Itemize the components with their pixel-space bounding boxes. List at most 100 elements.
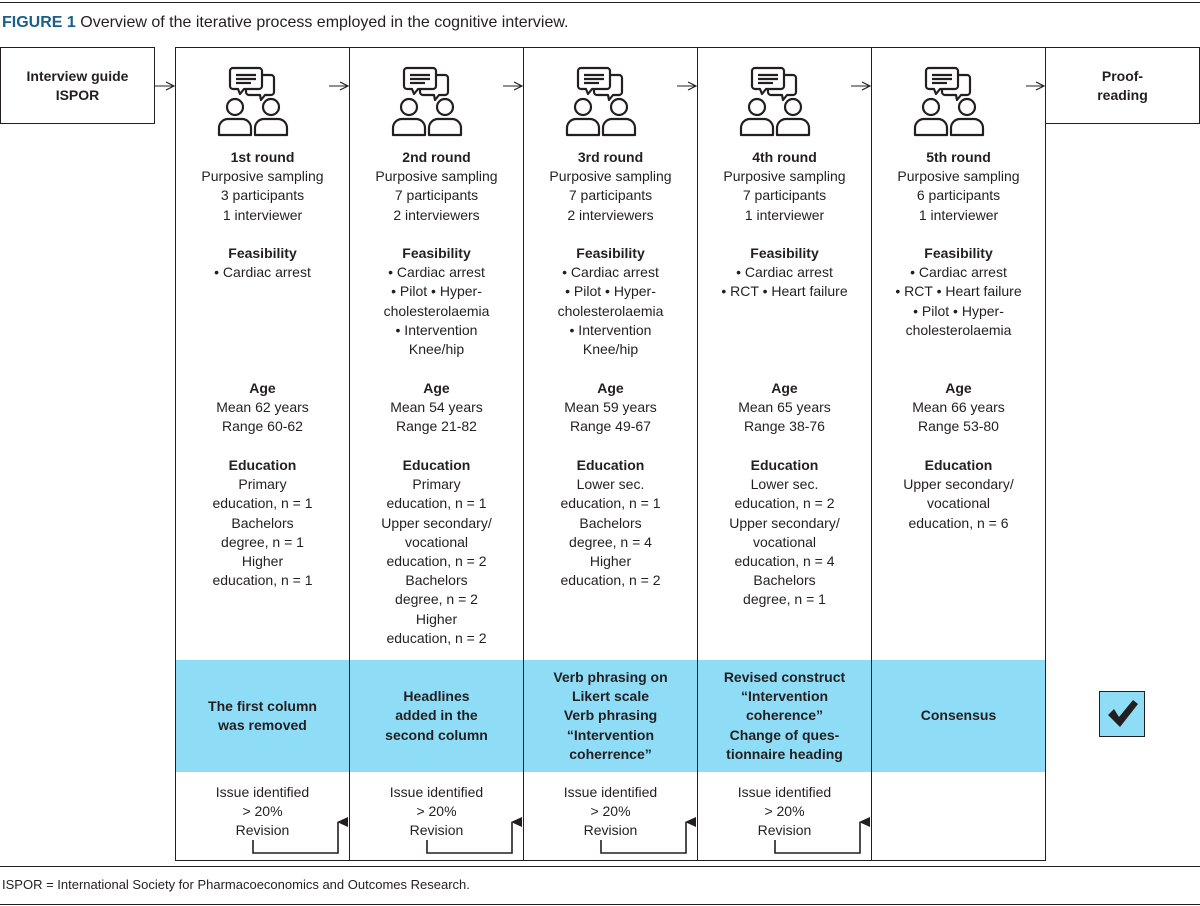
age-block-line: Range 49-67 (570, 418, 651, 435)
education-block-line: Primary (238, 476, 287, 493)
end-line: reading (1097, 86, 1148, 103)
age-block-line: Mean 54 years (390, 399, 483, 416)
round-detail: 7 participants (394, 187, 479, 204)
feasibility-block-line: • Pilot • Hyper- (391, 283, 482, 300)
age-block-line: Range 53-80 (918, 418, 999, 435)
education-block-line: education, n = 1 (212, 572, 313, 589)
feasibility-block-line: • Intervention (569, 321, 652, 338)
change-line: Consensus (920, 707, 997, 724)
round-detail: 1 interviewer (744, 206, 825, 223)
round-detail: Purposive sampling (549, 168, 672, 185)
education-block-line: education, n = 2 (734, 495, 835, 512)
education-block-line: Lower sec. (576, 476, 645, 493)
round-title: 3rd round (577, 149, 644, 165)
change-line: tionnaire heading (726, 745, 843, 762)
feasibility-block: Feasibility• Cardiac arrest• Pilot • Hyp… (524, 244, 697, 359)
education-block-title: Education (576, 457, 645, 473)
footnote: ISPOR = International Society for Pharma… (2, 877, 470, 892)
age-block-line: Range 38-76 (744, 418, 825, 435)
issue-block-line: Issue identified (215, 784, 310, 800)
round-detail: 1 interviewer (222, 206, 303, 223)
change-line: Likert scale (571, 688, 650, 705)
round-detail: 7 participants (742, 187, 827, 204)
issue-block-line: > 20% (590, 803, 631, 820)
issue-block-line: Revision (409, 822, 464, 839)
feasibility-block-line: cholesterolaemia (383, 302, 490, 319)
education-block-line: Bachelors (231, 514, 294, 531)
education-block-line: Higher (241, 553, 284, 570)
feasibility-block-title: Feasibility (402, 245, 471, 261)
footer-rule (0, 904, 1200, 905)
issue-block-line: Issue identified (563, 784, 658, 800)
issue-block: Issue identified> 20%Revision (698, 783, 871, 841)
round-detail: Purposive sampling (201, 168, 324, 185)
issue-block-line: Revision (583, 822, 638, 839)
change-line: The first column (208, 697, 317, 714)
education-block-line: vocational (404, 533, 469, 550)
issue-block-line: > 20% (764, 803, 805, 820)
interview-people-icon (739, 66, 811, 137)
feasibility-block-line: cholesterolaemia (557, 302, 664, 319)
age-block-title: Age (423, 380, 450, 396)
feasibility-block-title: Feasibility (924, 245, 993, 261)
education-block-title: Education (750, 457, 819, 473)
feasibility-block-line: • Cardiac arrest (736, 264, 833, 281)
round-detail: 2 interviewers (567, 206, 654, 223)
feasibility-block: Feasibility • Cardiac arrest • RCT • Heart… (698, 244, 871, 302)
feasibility-block-line: • Cardiac arrest (910, 264, 1007, 281)
education-block-line: education, n = 1 (386, 495, 487, 512)
issue-block: Issue identified> 20%Revision (176, 783, 349, 841)
age-block-line: Range 60-62 (222, 418, 303, 435)
feasibility-block: Feasibility• Cardiac arrest• Pilot • Hyp… (350, 244, 523, 359)
feasibility-block-line: • Intervention (395, 321, 478, 338)
issue-block: Issue identified > 20% Revision (524, 783, 697, 841)
feasibility-block-line: cholesterolaemia (905, 321, 1012, 338)
age-block-title: Age (945, 380, 972, 396)
round-detail: 6 participants (916, 187, 1001, 204)
feasibility-block-line: • Pilot • Hyper- (565, 283, 656, 300)
education-block-title: Education (924, 457, 993, 473)
feasibility-block-title: Feasibility (750, 245, 819, 261)
education-block-line: Upper secondary/ (729, 514, 840, 531)
education-block-title: Education (402, 457, 471, 473)
round-detail: Purposive sampling (723, 168, 846, 185)
round-title: 2nd round (402, 149, 471, 165)
education-block-line: degree, n = 1 (743, 591, 826, 608)
feasibility-block: Feasibility • Cardiac arrest • RCT • Heart… (872, 244, 1045, 340)
feasibility-block-line: • RCT • Heart failure (721, 283, 848, 300)
age-block-title: Age (249, 380, 276, 396)
education-block-line: degree, n = 4 (569, 533, 652, 550)
top-rule (0, 2, 1200, 3)
feasibility-block-line: • Cardiac arrest (562, 264, 659, 281)
issue-block-line: Revision (235, 822, 290, 839)
education-block-line: Higher (589, 553, 632, 570)
feasibility-block-line: • RCT • Heart failure (895, 283, 1022, 300)
interview-people-icon (565, 66, 637, 137)
checkmark-icon (1108, 700, 1138, 727)
bottom-rule (0, 866, 1200, 867)
education-block-line: education, n = 2 (386, 629, 487, 646)
feasibility-block-line: • Pilot • Hyper- (913, 302, 1004, 319)
revision-arrow (774, 817, 870, 854)
age-block-line: Mean 59 years (564, 399, 657, 416)
issue-block: Issue identified> 20%Revision (350, 783, 523, 841)
end-line: Proof- (1101, 67, 1144, 84)
education-block-line: education, n = 4 (734, 553, 835, 570)
education-block-line: education, n = 1 (560, 495, 661, 512)
education-block-line: education, n = 2 (386, 553, 487, 570)
